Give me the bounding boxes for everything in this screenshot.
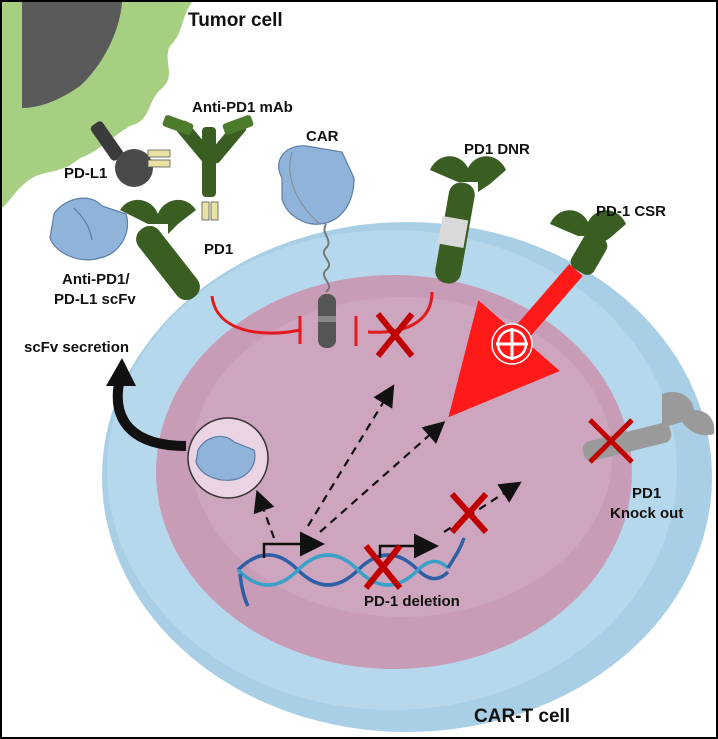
- label-pd-l1: PD-L1: [64, 165, 107, 182]
- deletion-crosses: [363, 491, 489, 590]
- pd1-knockout: [582, 391, 715, 464]
- label-pd1-csr: PD-1 CSR: [596, 203, 666, 220]
- car-receptor: [278, 145, 355, 348]
- label-scfv-secretion: scFv secretion: [24, 339, 129, 356]
- tumor-cell: [2, 2, 192, 208]
- label-scfv-line1: Anti-PD1/: [62, 271, 130, 288]
- label-pd1: PD1: [204, 241, 233, 258]
- pd1-dnr: [430, 156, 506, 284]
- inhibition-signals: [210, 291, 434, 358]
- scfv-outside: [49, 197, 129, 261]
- label-car-t-cell: CAR-T cell: [474, 706, 570, 727]
- scfv-secretion: [106, 358, 269, 499]
- label-knockout-line1: PD1: [632, 485, 661, 502]
- pd1-receptor: [120, 199, 200, 301]
- pd-l1-ligand: [90, 121, 153, 187]
- label-tumor-cell: Tumor cell: [188, 10, 283, 31]
- label-car: CAR: [306, 128, 339, 145]
- label-scfv-line2: PD-L1 scFv: [54, 291, 136, 308]
- label-anti-pd1-mab: Anti-PD1 mAb: [192, 99, 293, 116]
- label-knockout-line2: Knock out: [610, 505, 683, 522]
- label-pd1-deletion: PD-1 deletion: [364, 593, 460, 610]
- anti-pd1-antibody: [147, 115, 254, 221]
- dna-helix: [236, 531, 466, 607]
- label-pd1-dnr: PD1 DNR: [464, 141, 530, 158]
- tumor-nucleus: [22, 2, 122, 108]
- pd1-csr: [448, 210, 626, 418]
